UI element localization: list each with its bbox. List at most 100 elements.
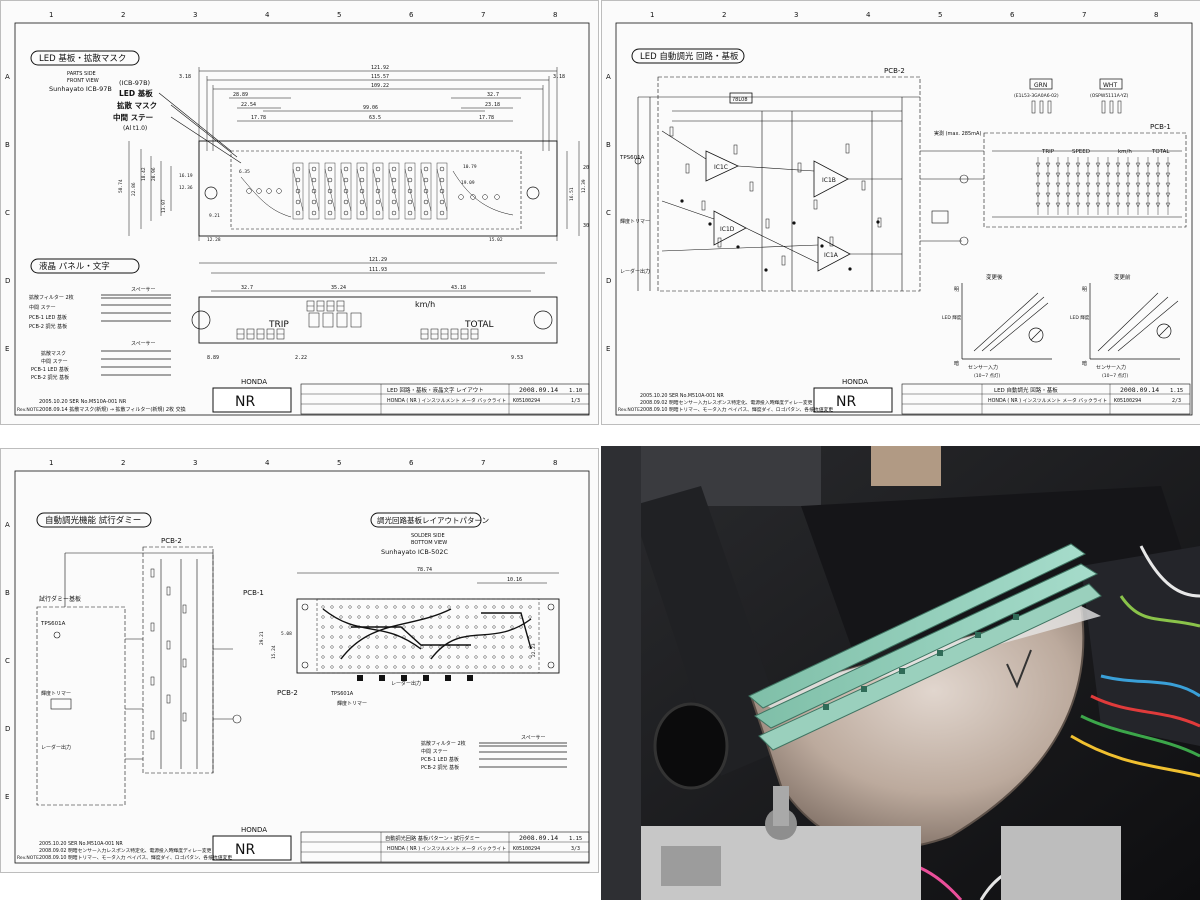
layout-board-outline — [296, 598, 560, 674]
stay-code: (Al t1.0) — [123, 125, 147, 132]
svg-text:1: 1 — [650, 11, 654, 19]
installed-board-photo — [601, 446, 1200, 900]
section-speed: SPEED — [1072, 149, 1090, 155]
trimmer-label: 輝度トリマー — [620, 218, 650, 225]
svg-text:9.21: 9.21 — [209, 213, 220, 219]
dim-15-24: 15.24 — [271, 645, 277, 659]
lcd-total-label: TOTAL — [464, 320, 494, 330]
lcd-trip-label: TRIP — [268, 320, 289, 330]
current-label: 実測 (max. 285mA) — [934, 130, 981, 137]
grn-label: GRN — [1034, 82, 1047, 89]
title-block-ver-2: 1.15 — [1170, 388, 1183, 394]
dim-121-92: 121.92 — [371, 65, 389, 71]
dim-22-23: 22.23 — [531, 643, 537, 657]
rev-note: Rev.NOTE — [17, 407, 39, 413]
svg-text:2: 2 — [722, 11, 726, 19]
dummy-trimmer-label: 輝度トリマー — [41, 690, 71, 697]
layout-trimmer-label: 輝度トリマー — [337, 700, 367, 707]
s3-side-pcb1: PCB-1 LED 基板 — [421, 756, 459, 763]
model-name-2: NR — [836, 394, 856, 410]
s3-side-pcb2: PCB-2 調光 基板 — [421, 764, 459, 771]
rev-note-2: Rev.NOTE — [618, 407, 640, 413]
dim-22-54: 22.54 — [241, 102, 256, 108]
side-label-spacer: スペーサー — [131, 287, 156, 293]
revision-line-1: 2005.10.20 SER No.M510A-001 NR — [39, 399, 127, 405]
mask-label: 拡散 マスク — [117, 100, 157, 110]
layout-trace-pattern — [321, 605, 532, 681]
mount-hole-left — [204, 186, 218, 200]
revision3-line-3: 2008.09.10 明暗トリマー、モータ入力 ベイパス、輝度ダイ、ロゴパタン、… — [39, 854, 232, 861]
svg-text:5: 5 — [337, 11, 341, 19]
svg-text:2: 2 — [121, 11, 125, 19]
svg-text:19.09: 19.09 — [461, 180, 475, 186]
title-block-ver-3: 1.15 — [569, 836, 582, 842]
graph-before-xsub: (10~7 点灯) — [1102, 372, 1129, 379]
svg-text:D: D — [5, 277, 10, 285]
title-block-page-2: 2/3 — [1172, 398, 1181, 404]
graph-before-ylabel: LED 輝度 — [1070, 314, 1090, 321]
dim-63-5: 63.5 — [369, 115, 381, 121]
layout-pcb1-label: PCB-1 — [243, 589, 264, 597]
svg-text:4: 4 — [265, 459, 270, 467]
svg-text:B: B — [5, 141, 10, 149]
dim-29-21: 29.21 — [259, 631, 265, 645]
section-trip: TRIP — [1041, 149, 1055, 155]
title-block-name-2: LED 自動調光 回路・基板 — [994, 386, 1058, 394]
company-name-2: HONDA — [842, 378, 868, 386]
svg-text:6: 6 — [1010, 11, 1015, 19]
title-block-date-2: 2008.09.14 — [1120, 386, 1159, 394]
svg-text:5: 5 — [337, 459, 341, 467]
dim-43-18: 43.18 — [451, 285, 466, 291]
s3-side-spacer: スペーサー — [521, 735, 546, 741]
wht-label: WHT — [1103, 82, 1117, 89]
dummy-sensor-label: TPS601A — [40, 621, 66, 627]
led-board-code: (ICB-97B) — [119, 79, 150, 87]
dim-99-06: 99.06 — [363, 105, 378, 111]
svg-text:20: 20 — [583, 165, 589, 171]
panel-title-box — [30, 258, 140, 274]
revision2-line-3: 2008.09.10 明暗トリマー、モータ入力 ベイパス、輝度ダイ、ロゴパタン、… — [640, 406, 833, 413]
model-name: NR — [235, 394, 255, 410]
sheet3-title: 自動調光機能 試行ダミー — [45, 515, 141, 526]
graph-after-high: 明 — [954, 287, 959, 293]
side-label-pcb1: PCB-1 LED 基板 — [29, 314, 67, 321]
layout-title: 調光回路基板レイアウトパターン — [377, 515, 489, 525]
dim-32-7-panel: 32.7 — [241, 285, 253, 291]
svg-text:2: 2 — [121, 459, 125, 467]
graph-before: 変更前 センサー入力 (10~7 点灯) LED 輝度 暗 明 — [1070, 273, 1180, 379]
dummy-board-label: 試行ダミー基板 — [39, 595, 81, 603]
led-mask-outline — [230, 150, 522, 230]
title-block-subtitle-2: HONDA ( NR ) インスツルメント メータ バックライト — [988, 397, 1107, 404]
graph-after-xsub: (10~7 点灯) — [974, 372, 1001, 379]
svg-text:A: A — [606, 73, 611, 81]
title-block-name: LED 回路・基板・液晶文字 レイアウト — [387, 386, 484, 394]
svg-text:13.97: 13.97 — [161, 199, 167, 213]
layout-laser-label: レーダー出力 — [391, 680, 421, 687]
sheet2-title: LED 自動調光 回路・基板 — [640, 51, 739, 62]
graph-after: 変更後 センサー入力 (10~7 点灯) LED 輝度 暗 明 — [942, 273, 1052, 379]
graph-before-title: 変更前 — [1114, 273, 1131, 281]
title-block-page: 1/3 — [571, 398, 580, 404]
led-pattern-grid — [240, 162, 514, 220]
led-array-schematic — [992, 150, 1182, 218]
graph-before-low: 暗 — [1082, 360, 1087, 367]
svg-text:1: 1 — [49, 459, 53, 467]
lcd-unit-label: km/h — [415, 300, 435, 309]
parts-side-label: PARTS SIDE — [67, 71, 96, 77]
stay-label: 中間 ステー — [113, 112, 153, 122]
svg-text:6: 6 — [409, 11, 414, 19]
title-block-subtitle-3: HONDA ( NR ) インスツルメント メータ バックライト — [387, 845, 506, 852]
svg-text:30: 30 — [583, 223, 589, 229]
dim-28-89: 28.89 — [233, 92, 248, 98]
title-block-name-3: 自動調光回路 基板パターン・試行ダミー — [385, 834, 480, 842]
svg-text:3: 3 — [193, 11, 197, 19]
side-label-pcb2: PCB-2 調光 基板 — [29, 323, 67, 330]
svg-text:12.39: 12.39 — [581, 179, 587, 193]
pcb2-label: PCB-2 — [884, 67, 905, 75]
svg-text:5: 5 — [938, 11, 942, 19]
board-model-label: Sunhayato ICB-97B — [49, 85, 112, 93]
title-block-code-2: K05100294 — [1114, 398, 1141, 404]
grn-code: (E1L53-3GA0A6-02) — [1014, 93, 1059, 99]
